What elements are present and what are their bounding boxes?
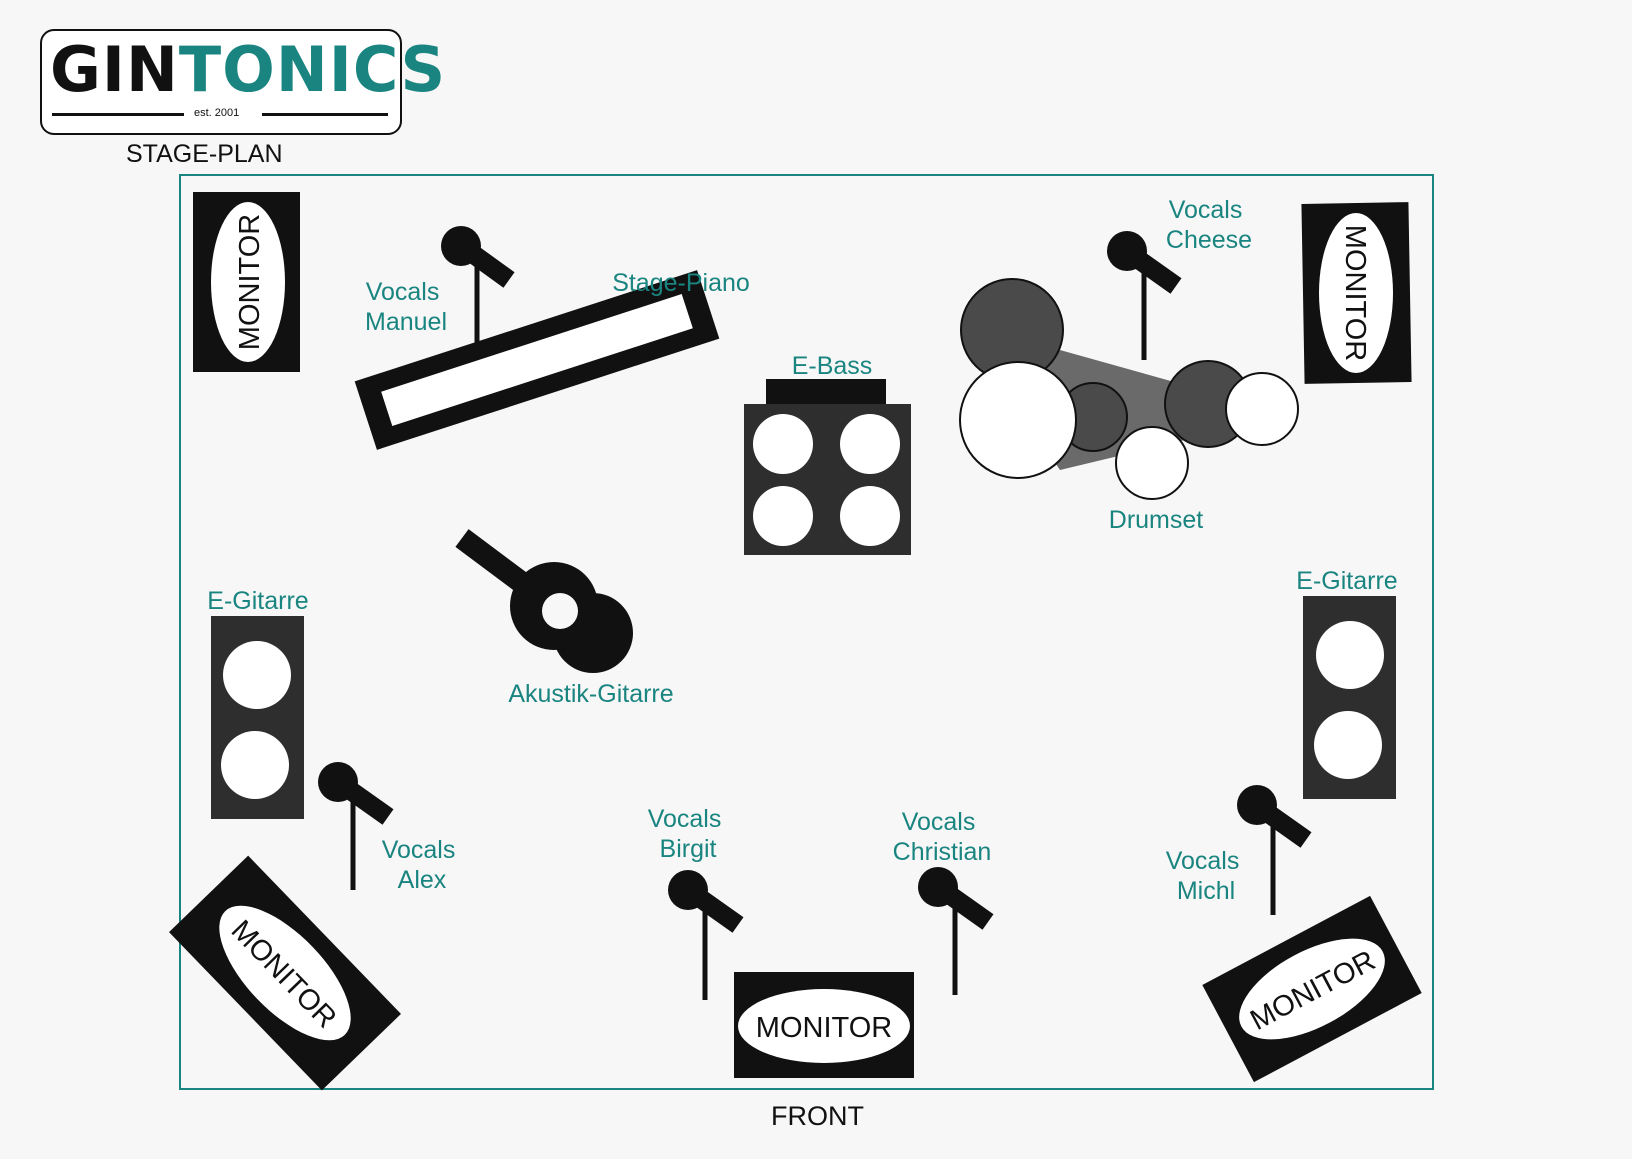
label-vocals-christian: Vocals Christian: [893, 808, 992, 866]
page-title: STAGE-PLAN: [126, 140, 283, 168]
drumset: [959, 278, 1299, 500]
e-gitarre-amp-right: [1303, 596, 1396, 799]
mic-alex: [318, 762, 394, 890]
label-e-gitarre-left: E-Gitarre: [207, 587, 308, 615]
mic-cheese: [1107, 231, 1182, 360]
logo-wordmark: GINTONICS: [50, 33, 446, 106]
label-vocals-michl: Vocals Michl: [1166, 847, 1247, 905]
label-vocals-alex: Vocals Alex: [382, 836, 463, 894]
monitor-label: MONITOR: [234, 214, 266, 350]
label-vocals-manuel: Vocals Manuel: [365, 278, 447, 336]
stage-piano: [354, 270, 720, 450]
logo-word-gin: GIN: [50, 33, 179, 106]
logo-word-tonics: TONICS: [178, 33, 447, 106]
e-bass-amp: [744, 379, 911, 555]
acoustic-guitar-icon: [455, 529, 633, 673]
monitor-label: MONITOR: [756, 1012, 892, 1044]
label-vocals-birgit: Vocals Birgit: [648, 805, 729, 863]
e-gitarre-amp-left: [211, 616, 304, 819]
label-stage-piano: Stage-Piano: [612, 269, 750, 297]
logo-rule-right: [262, 113, 388, 116]
stage-outline: [179, 174, 1434, 1090]
label-e-gitarre-right: E-Gitarre: [1296, 567, 1397, 595]
mic-michl: [1237, 785, 1312, 915]
logo-rule-left: [52, 113, 184, 116]
monitor-top-right: MONITOR: [1301, 202, 1412, 384]
mic-birgit: [668, 870, 744, 1000]
label-e-bass: E-Bass: [792, 352, 873, 380]
logo-est: est. 2001: [194, 107, 240, 119]
label-drumset: Drumset: [1109, 506, 1204, 534]
monitor-bottom-center: MONITOR: [734, 972, 914, 1078]
monitor-bottom-right: MONITOR: [1202, 895, 1422, 1083]
label-vocals-cheese: Vocals Cheese: [1166, 196, 1252, 254]
monitor-top-left: MONITOR: [193, 192, 300, 372]
monitor-label: MONITOR: [1339, 225, 1371, 361]
gintonics-logo: GINTONICS est. 2001: [40, 29, 445, 135]
front-label: FRONT: [771, 1101, 864, 1131]
mic-christian: [918, 867, 994, 995]
label-akustik-gitarre: Akustik-Gitarre: [508, 680, 673, 708]
monitor-bottom-left: MONITOR: [169, 855, 401, 1091]
mic-manuel: [441, 226, 515, 354]
